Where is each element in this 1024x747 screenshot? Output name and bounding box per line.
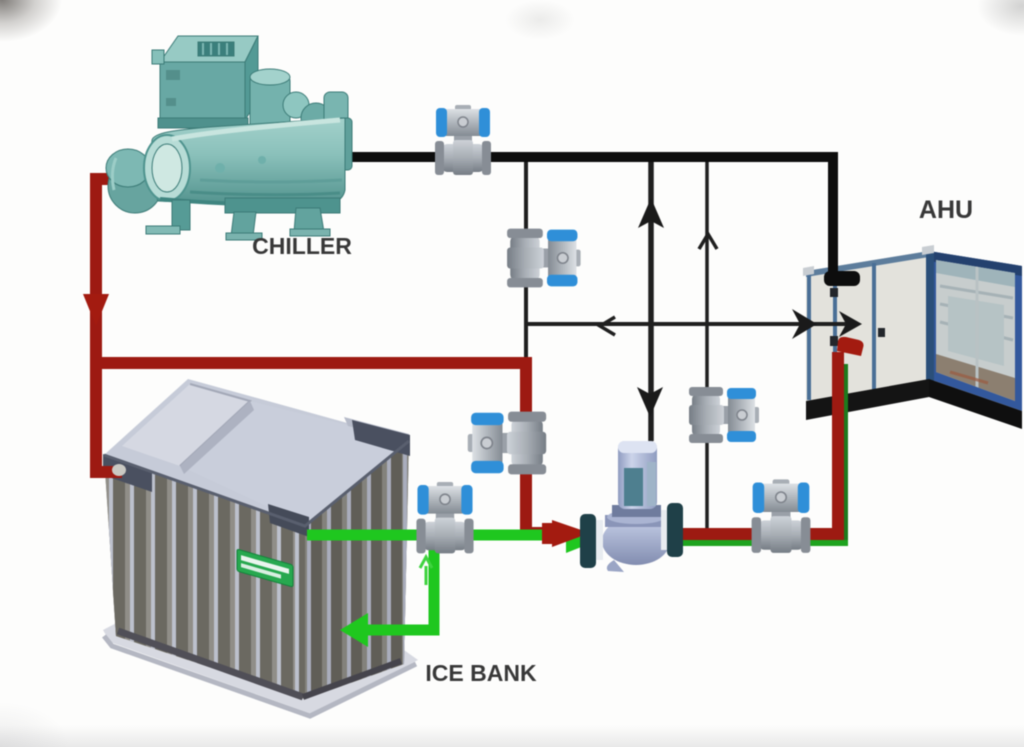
svg-text:CHILLER: CHILLER [252, 233, 352, 259]
svg-text:AHU: AHU [919, 196, 973, 224]
svg-text:ICE BANK: ICE BANK [425, 660, 537, 686]
